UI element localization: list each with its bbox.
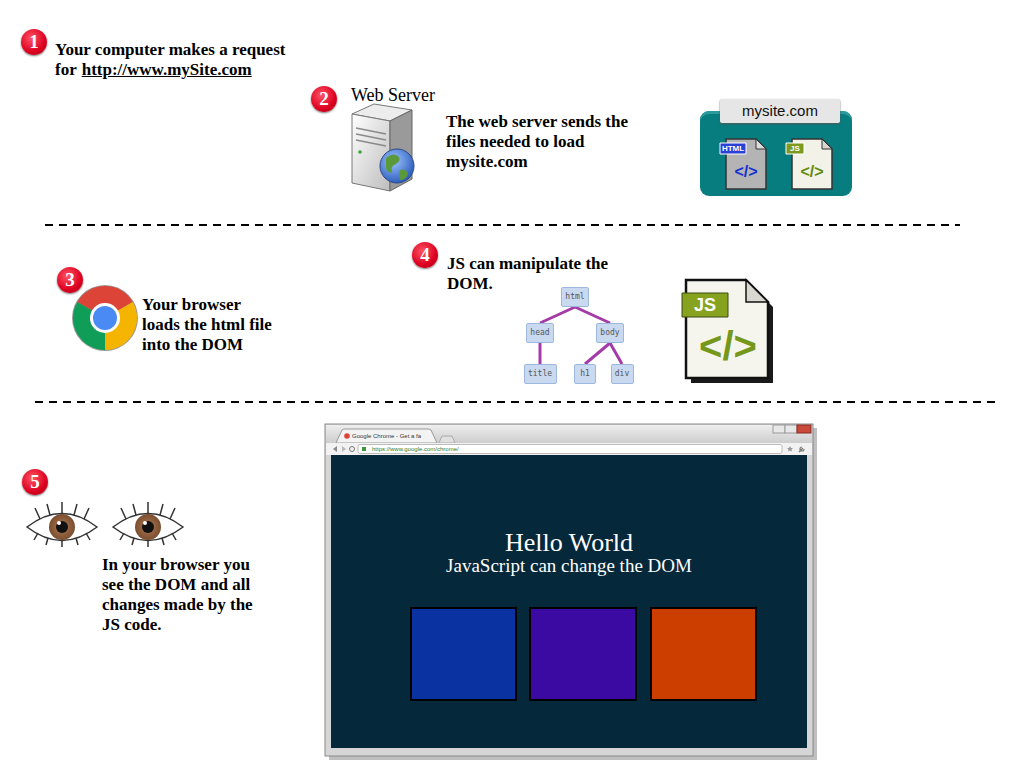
step-text: JS can manipulate the DOM. bbox=[447, 254, 632, 294]
window-button bbox=[773, 425, 785, 433]
close-button bbox=[797, 425, 811, 433]
window-button bbox=[785, 425, 797, 433]
js-file-icon: JS </> bbox=[680, 278, 772, 382]
server-slots bbox=[356, 128, 386, 146]
step-text: Your browser loads the html file into th… bbox=[142, 295, 282, 355]
server-light bbox=[358, 150, 362, 154]
icon-part bbox=[756, 139, 766, 149]
tab-title: Google Chrome - Get a fa bbox=[352, 432, 421, 440]
eye bbox=[113, 514, 183, 541]
lock-icon bbox=[362, 447, 366, 451]
callout-number: 1 bbox=[21, 29, 47, 55]
star-icon bbox=[787, 446, 793, 452]
browser-window bbox=[325, 424, 817, 760]
js-file-icon: JS </> bbox=[786, 137, 836, 191]
file-tag: JS bbox=[682, 293, 728, 317]
window-frame bbox=[325, 424, 813, 756]
dom-node: div bbox=[611, 364, 634, 384]
toolbar bbox=[326, 443, 812, 455]
window-shadow bbox=[329, 428, 817, 760]
icon-part bbox=[682, 293, 728, 317]
tree-link bbox=[540, 307, 575, 323]
browser-window: Google Chrome - Get a fa https://www.goog… bbox=[325, 424, 813, 756]
eyelashes bbox=[120, 502, 176, 547]
blue-square bbox=[411, 608, 516, 700]
dom-node-label: head bbox=[527, 323, 553, 343]
new-tab-button bbox=[439, 436, 455, 443]
chrome-icon bbox=[72, 285, 138, 351]
dom-node: head bbox=[526, 323, 554, 343]
browser-tab bbox=[336, 429, 437, 443]
server-icon bbox=[352, 104, 414, 191]
eye bbox=[27, 514, 97, 541]
address-bar bbox=[358, 445, 782, 454]
folder: mysite.comHTML</>JS</> bbox=[700, 111, 852, 196]
callout-number: 3 bbox=[57, 267, 83, 293]
page-area bbox=[331, 455, 807, 748]
dom-node-label: h1 bbox=[575, 364, 595, 384]
tree-link bbox=[610, 343, 622, 364]
step-text: The web server sends the files needed to… bbox=[446, 112, 646, 172]
icon-part bbox=[720, 143, 746, 154]
eyes bbox=[27, 502, 183, 547]
text-block: Your computer makes a request forhttp://… bbox=[55, 40, 300, 80]
eye-glint bbox=[57, 521, 61, 525]
dom-node-label: html bbox=[562, 287, 588, 307]
code-symbol: </> bbox=[688, 324, 768, 368]
iris bbox=[135, 514, 161, 540]
chrome-rim bbox=[72, 285, 138, 351]
code-symbol: </> bbox=[726, 159, 766, 185]
dom-node: h1 bbox=[574, 364, 596, 384]
dom-node-label: body bbox=[597, 323, 623, 343]
tree-link bbox=[585, 343, 610, 364]
icon-part bbox=[822, 139, 832, 149]
pupil bbox=[142, 521, 154, 533]
page-heading: Hello World bbox=[331, 528, 807, 558]
divider-line bbox=[45, 224, 960, 226]
address-url: https://www.google.com/chrome/ bbox=[372, 445, 459, 453]
callout-number: 4 bbox=[412, 242, 438, 268]
purple-square bbox=[530, 608, 636, 700]
folder-label: mysite.com bbox=[720, 99, 840, 123]
dom-node-label: div bbox=[612, 364, 633, 384]
eye-glint bbox=[143, 521, 147, 525]
wrench-icon bbox=[799, 447, 804, 452]
forward-button bbox=[342, 446, 346, 452]
page-subheading: JavaScript can change the DOM bbox=[331, 555, 807, 577]
html-file-icon: HTML </> bbox=[720, 137, 770, 191]
dom-node-label: title bbox=[525, 364, 556, 384]
orange-square bbox=[651, 608, 756, 700]
eyelashes bbox=[34, 502, 90, 547]
icon-part bbox=[746, 280, 768, 302]
chrome-center bbox=[93, 306, 117, 330]
server-front bbox=[352, 114, 390, 191]
globe-land bbox=[386, 154, 408, 180]
icon-part bbox=[786, 143, 804, 154]
title-bar bbox=[326, 425, 812, 443]
globe bbox=[380, 149, 414, 183]
tab-favicon bbox=[344, 433, 350, 439]
callout-number: 2 bbox=[311, 86, 337, 112]
callout-number: 5 bbox=[22, 469, 48, 495]
code-symbol: </> bbox=[792, 159, 832, 185]
back-button bbox=[333, 446, 337, 452]
divider-line bbox=[35, 401, 1000, 403]
file-tag: HTML bbox=[720, 143, 746, 154]
step-text: In your browser you see the DOM and all … bbox=[102, 555, 262, 635]
dom-node: body bbox=[596, 323, 624, 343]
page-content: Hello WorldJavaScript can change the DOM bbox=[331, 455, 807, 748]
url-text: http://www.mySite.com bbox=[82, 60, 252, 79]
tree-link bbox=[575, 307, 610, 323]
iris bbox=[49, 514, 75, 540]
server-label: Web Server bbox=[351, 85, 435, 105]
reload-button bbox=[350, 447, 355, 452]
dom-node: html bbox=[561, 287, 589, 307]
chrome-ring bbox=[90, 303, 120, 333]
file-tag: JS bbox=[786, 143, 804, 154]
dom-node: title bbox=[524, 364, 557, 384]
tree-link bbox=[539, 343, 542, 364]
pupil bbox=[56, 521, 68, 533]
